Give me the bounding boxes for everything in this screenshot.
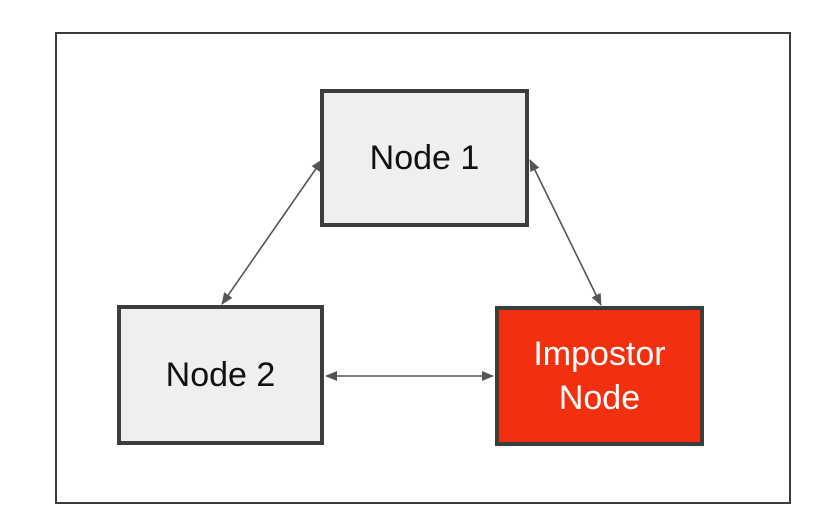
node-1-label: Node 1 [369,138,480,177]
impostor-node-box: Impostor Node [495,306,704,446]
edge-node1-node2 [221,159,323,305]
impostor-node-label: Impostor Node [533,334,666,417]
node-2-box: Node 2 [117,305,324,445]
node-2-label: Node 2 [165,355,276,394]
node-1-box: Node 1 [320,89,529,227]
edge-node1-impostor [529,159,602,306]
